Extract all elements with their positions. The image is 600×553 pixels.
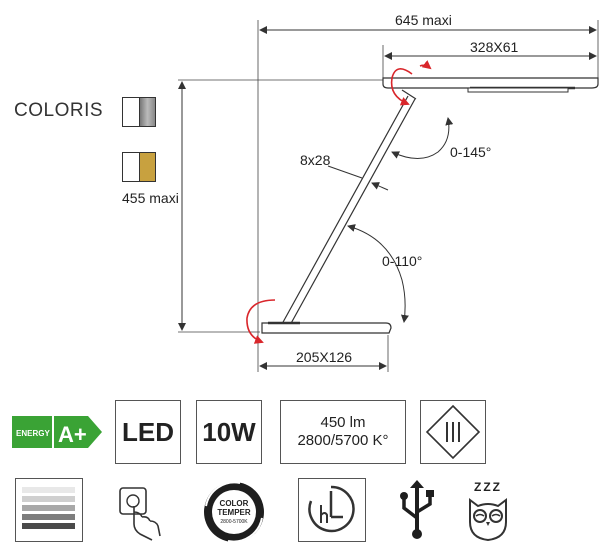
class-2-insulation-tile (420, 400, 486, 464)
led-tile: LED (115, 400, 181, 464)
sleep-text: ZZZ (474, 480, 502, 494)
dimension-lines (178, 26, 597, 370)
dimmer-levels-tile (15, 478, 83, 542)
dim-height-max: 455 maxi (122, 190, 179, 206)
swatch-color-gold (139, 153, 155, 181)
dim-angle-head: 0-145° (450, 144, 491, 160)
swatch-color-grey (139, 98, 155, 126)
swatch-color-white (123, 98, 140, 126)
touch-control-tile (112, 484, 170, 547)
lumen-text: 450 lm (320, 414, 366, 431)
swatch-white-gold[interactable] (122, 152, 156, 182)
color-temper-icon: COLOR TEMPER 2800-5700K (204, 481, 264, 543)
energy-label: ENERGY (16, 429, 50, 438)
timer-clock-icon (308, 485, 355, 533)
angle-arcs (327, 117, 454, 323)
dim-width-max: 645 maxi (395, 12, 452, 28)
color-temper-tile: COLOR TEMPER 2800-5700K (200, 478, 268, 551)
energy-class-badge: ENERGY A+ (12, 416, 102, 448)
color-temper-line3: 2800-5700K (220, 519, 248, 525)
dimmer-bars-icon (22, 487, 75, 529)
dim-head: 328X61 (470, 39, 518, 55)
energy-class: A+ (58, 422, 87, 447)
dim-base: 205X126 (296, 349, 352, 365)
power-text: 10W (202, 416, 256, 447)
usb-icon (400, 480, 434, 539)
dim-arm: 8x28 (300, 152, 331, 168)
swatch-color-white (123, 153, 140, 181)
color-temp-text: 2800/5700 K° (297, 432, 389, 449)
lamp-head (382, 77, 599, 93)
rotation-arrows (246, 60, 432, 344)
led-text: LED (122, 416, 174, 447)
usb-tile (392, 478, 442, 547)
lamp-base (261, 321, 392, 334)
lamp-arm (281, 89, 417, 328)
power-tile: 10W (196, 400, 262, 464)
night-mode-tile: ZZZ (458, 478, 518, 549)
dim-angle-base: 0-110° (382, 253, 422, 269)
coloris-label: COLORIS (14, 100, 104, 121)
light-spec-tile: 450 lm 2800/5700 K° (280, 400, 406, 464)
owl-sleep-icon: ZZZ (469, 480, 507, 542)
swatch-white-grey[interactable] (122, 97, 156, 127)
double-insulation-icon (425, 404, 481, 460)
color-temper-line2: TEMPER (217, 508, 251, 517)
timer-tile (298, 478, 366, 542)
color-temper-line1: COLOR (220, 499, 249, 508)
touch-switch-icon (119, 487, 161, 541)
